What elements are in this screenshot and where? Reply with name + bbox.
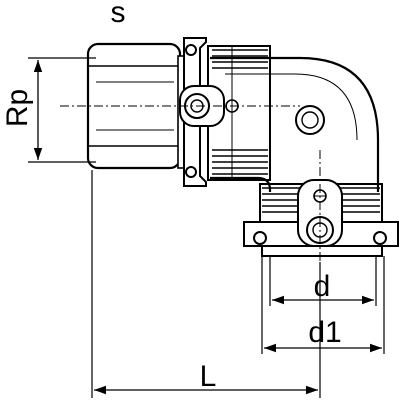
label-s: s [111, 0, 126, 29]
extension-lines [28, 57, 385, 398]
label-d1: d1 [308, 316, 341, 349]
dimension-lines [33, 60, 382, 395]
elbow-clamp-screw [295, 105, 325, 135]
label-l: L [200, 360, 217, 393]
centerlines [60, 105, 321, 262]
label-rp: Rp [1, 89, 34, 127]
elbow-body [210, 56, 380, 192]
label-d: d [314, 270, 331, 303]
